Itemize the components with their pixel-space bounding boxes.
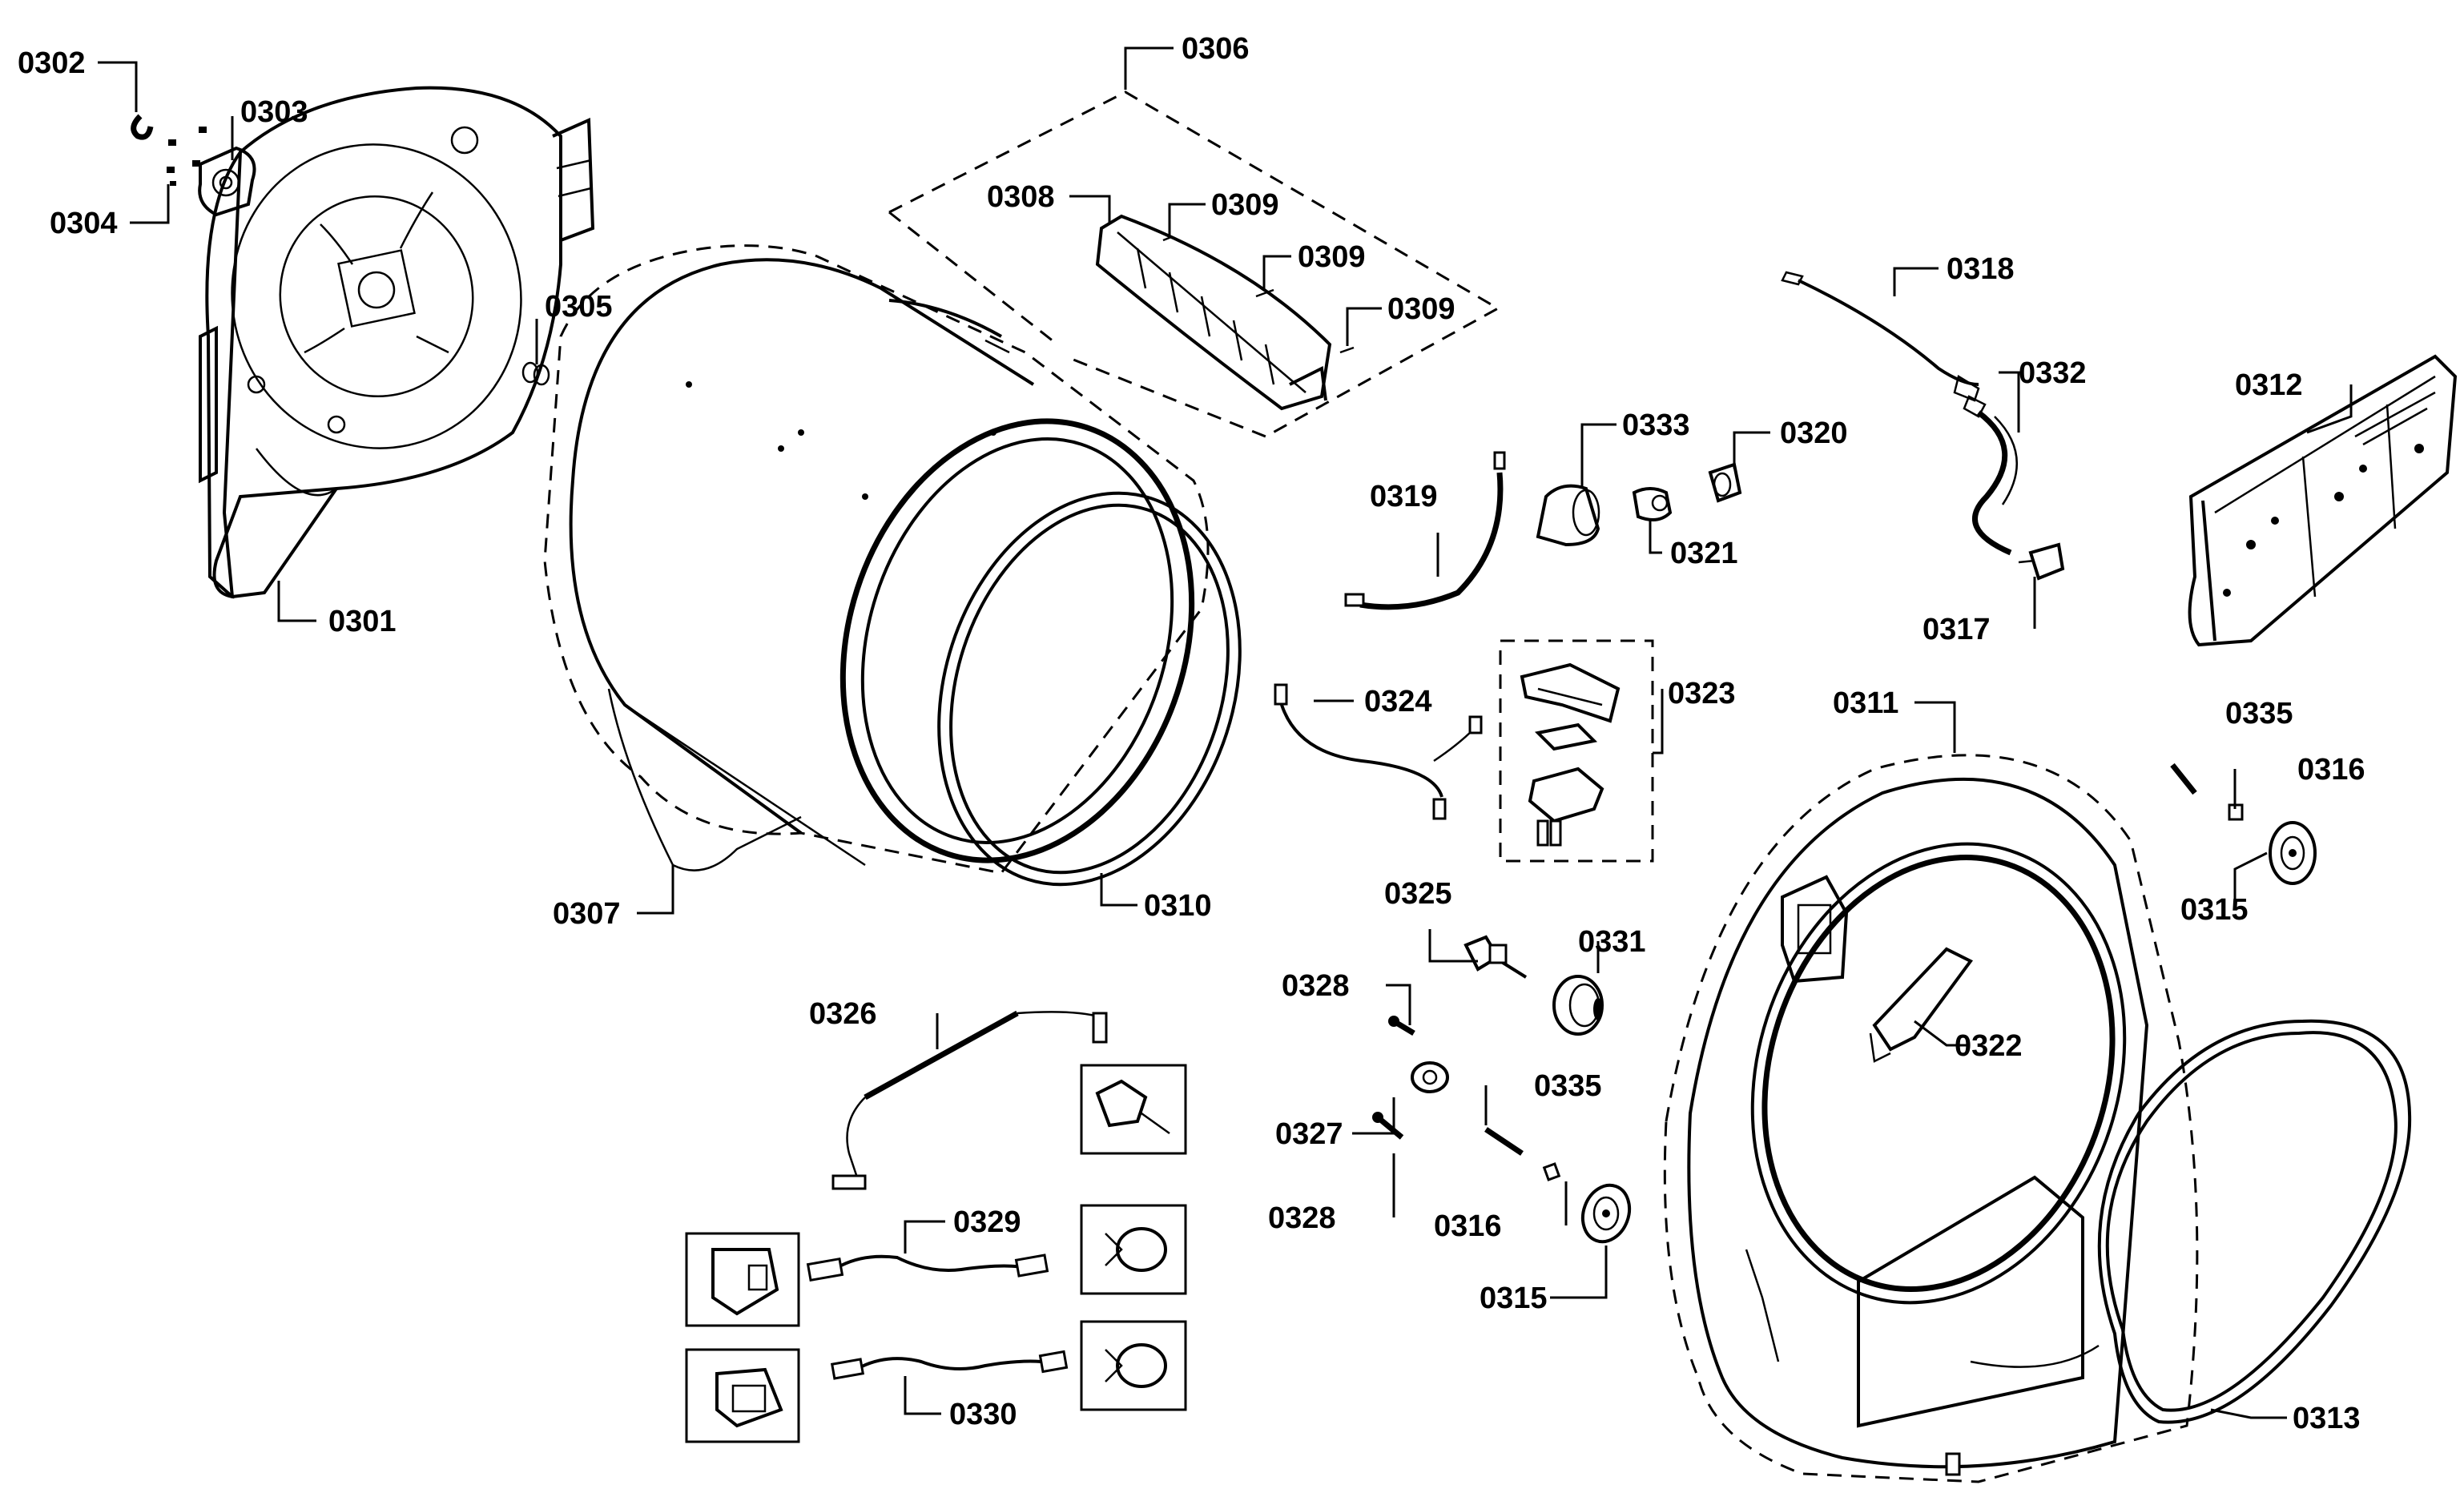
callout-0308: 0308 [987,180,1055,214]
motor-pulley-0331-part [1552,975,1604,1036]
callout-0305: 0305 [545,290,613,324]
callout-0324: 0324 [1364,685,1432,718]
thermostat-box-2 [1080,1204,1187,1295]
callout-0319: 0319 [1370,480,1438,513]
roller-0315-upper-part [2269,821,2317,885]
baffle-kit-group [888,91,1501,438]
thermistor-0325-part [1464,935,1528,979]
wire-0326-part [831,1010,1108,1190]
thermostat-0333-part [1536,484,1600,547]
callout-0301: 0301 [328,605,397,638]
callout-0335-lower: 0335 [1534,1069,1602,1103]
callout-0309-second: 0309 [1298,240,1366,274]
sensor-0320-part [1708,462,1742,503]
baffle-pins-part [1162,235,1355,354]
callout-0315-upper: 0315 [2180,893,2249,927]
callout-0316-upper: 0316 [2297,753,2365,787]
callout-0330: 0330 [949,1398,1017,1431]
harness-0319-part [1344,451,1506,610]
heater-0327-part [1411,1061,1449,1093]
drum-part [543,244,1210,875]
callout-0316-lower: 0316 [1434,1209,1502,1243]
screw-0328-upper-part [1388,1016,1415,1036]
callout-0309-first: 0309 [1211,188,1279,222]
callout-0313: 0313 [2293,1402,2361,1435]
callout-0331: 0331 [1578,925,1646,959]
baffle-part [1095,214,1332,411]
callout-0311: 0311 [1833,686,1898,720]
callout-0315-lower: 0315 [1480,1282,1548,1315]
callout-0303: 0303 [240,95,308,129]
callout-0323: 0323 [1668,677,1736,710]
switch-0317-part [2018,542,2065,581]
callout-0306: 0306 [1182,32,1250,66]
screw-0328-lower-part [1372,1112,1404,1140]
callout-0327: 0327 [1275,1117,1343,1151]
screw-0335-mid-part [1484,1127,1524,1156]
front-bulkhead-part [1663,754,2199,1483]
callout-0333: 0333 [1622,408,1690,442]
callout-0329: 0329 [953,1205,1021,1239]
screw-0335-upper-part [2170,763,2197,795]
screws-part [167,127,207,186]
wire-harness-0318-part [1781,271,1980,402]
callout-0328-lower: 0328 [1268,1201,1336,1235]
door-switch-kit-part [1499,639,1654,863]
callout-0302: 0302 [18,46,86,80]
drum-ring-part [937,491,1242,887]
callout-0322: 0322 [1955,1029,2023,1063]
wire-0332-part [1963,395,2018,556]
callout-0304: 0304 [50,207,118,240]
thermostat-box-5 [685,1348,800,1443]
thermostat-box-3 [1080,1320,1187,1411]
callout-0310: 0310 [1144,889,1212,923]
callout-0328-upper: 0328 [1282,969,1350,1003]
callout-0318: 0318 [1947,252,2015,286]
lint-filter-part [2188,354,2458,647]
callout-0335-upper: 0335 [2225,697,2293,730]
leader-lines [98,46,2353,1419]
wire-0330-part [830,1350,1069,1380]
thermostat-box-4 [685,1232,800,1327]
roller-0315-lower-part [1580,1183,1632,1244]
callout-0317: 0317 [1922,613,1991,646]
callout-0309-third: 0309 [1387,292,1455,326]
drive-belt-part [2097,1019,2412,1424]
callout-0320: 0320 [1780,417,1848,450]
harness-0324-part [1274,683,1483,820]
callout-0312: 0312 [2235,368,2303,402]
clip-part [131,114,154,140]
thermostat-box-1 [1080,1064,1187,1155]
callout-0307: 0307 [553,897,621,931]
bracket-0322-part [1869,947,1974,1063]
callout-0326: 0326 [809,997,877,1031]
callout-labels: 0302 0303 0304 0301 0305 0306 0308 0309 … [18,32,2365,1435]
rings-part [521,361,550,386]
rear-bulkhead-part [199,86,595,599]
callout-0325: 0325 [1384,877,1452,911]
fuse-0321-part [1632,487,1673,521]
bearing-bracket-part [198,146,256,217]
wire-0329-part [806,1254,1049,1282]
roller-0316-lower-part [1542,1162,1561,1181]
callout-0332: 0332 [2019,356,2087,390]
callout-0321: 0321 [1670,537,1738,570]
